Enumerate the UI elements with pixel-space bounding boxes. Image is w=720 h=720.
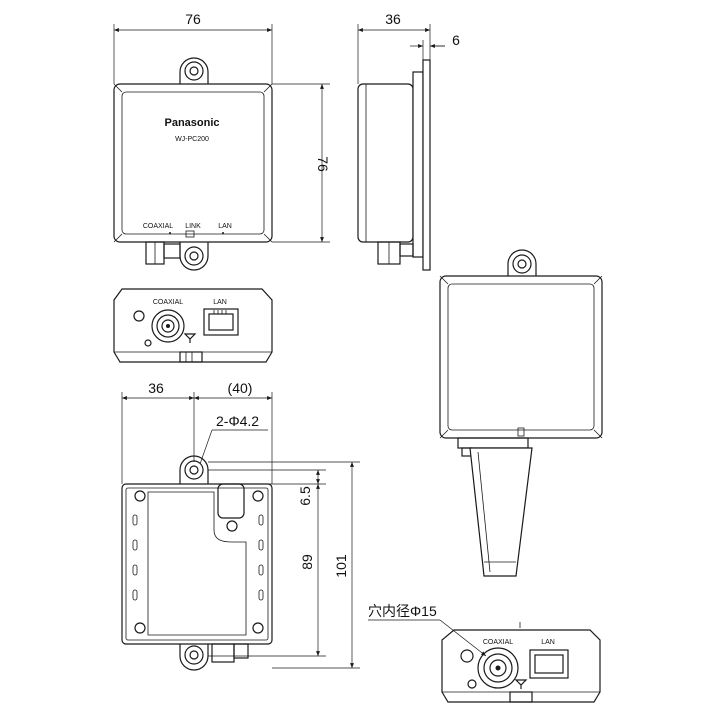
rear-pitch-dim: 89 [299,554,315,570]
hole-inner-label: 穴内径Φ15 [368,603,437,619]
hole-spec-label: 2-Φ4.2 [216,413,259,429]
side-view: 36 6 [357,11,460,271]
rear-left-dim: 36 [148,380,164,396]
side-flange-dim: 6 [452,32,460,48]
side-depth-dim: 36 [385,11,401,27]
bottom-view-2: COAXIAL LAN 穴内径Φ15 [368,603,601,703]
model-label: WJ-PC200 [175,136,209,143]
coax-connector-icon [156,314,180,338]
front-view: Panasonic WJ-PC200 COAXIAL LINK LAN 76 7… [113,11,331,271]
ethernet-port-icon [208,313,234,331]
bottom-coaxial-label: COAXIAL [153,299,183,306]
brand-label: Panasonic [164,117,219,129]
rear-view: 36 (40) 2-Φ4.2 6.5 89 101 [121,380,360,671]
rear-right-dim: (40) [228,380,253,396]
rear-height-dim: 101 [333,554,349,578]
front-coaxial-label: COAXIAL [143,223,173,230]
bottom2-lan-label: LAN [541,639,555,646]
front-height-dim: 76 [315,156,331,172]
front-width-dim: 76 [185,11,201,27]
rear-offset-dim: 6.5 [297,486,313,506]
front-view-with-cable [439,249,603,577]
bottom2-coaxial-label: COAXIAL [483,639,513,646]
bottom-lan-label: LAN [213,299,227,306]
mount-hole-icon [184,246,204,266]
front-link-label: LINK [185,223,201,230]
ground-symbol-icon [183,333,197,343]
bottom-view: COAXIAL LAN [113,288,273,363]
front-lan-label: LAN [218,223,232,230]
